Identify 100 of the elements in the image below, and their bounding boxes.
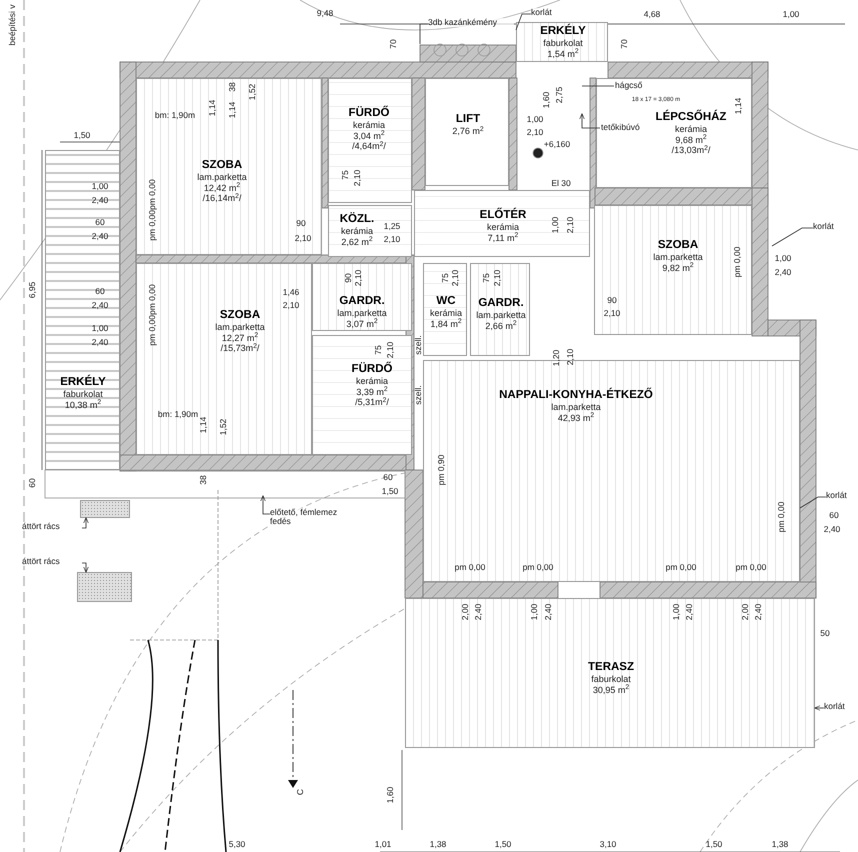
room-info: 10,38 m$^{2}$ xyxy=(64,400,102,410)
dimension-text: 1,00 xyxy=(550,216,560,234)
room-info: /4,64m$^{2}$/ xyxy=(352,140,386,152)
grate xyxy=(77,572,132,602)
dimension-text: bm: 1,90m xyxy=(154,110,196,120)
dimension-text: 60 xyxy=(95,286,105,296)
dimension-text: 2,40 xyxy=(92,338,108,346)
room-name: ERKÉLY xyxy=(540,25,586,38)
room-area xyxy=(516,22,608,62)
room-name: WC xyxy=(436,295,456,308)
room-info: kerámia xyxy=(340,226,373,236)
dimension-text: 1,38 xyxy=(430,840,446,848)
dimension-text: 1,01 xyxy=(374,840,392,848)
dimension-text: 2,40 xyxy=(754,604,762,620)
room-info: 30,95 m$^{2}$ xyxy=(592,684,630,695)
leader-line xyxy=(772,228,814,246)
dimension-text: 4,68 xyxy=(644,10,660,18)
room-name: SZOBA xyxy=(658,239,698,252)
dimension-text: 1,14 xyxy=(734,98,742,114)
dimension-text: 1,00 xyxy=(92,324,108,332)
room-info: 3,04 m$^{2}$ xyxy=(353,130,385,141)
dimension-text: 1,00 xyxy=(782,10,800,18)
room-area xyxy=(423,263,467,356)
dimension-text: bm: 1,90m xyxy=(158,410,198,418)
room-name: SZOBA xyxy=(202,159,242,172)
room-area xyxy=(136,78,322,255)
room-area xyxy=(328,205,412,257)
dimension-text: 1,52 xyxy=(248,84,256,100)
dimension-text: 2,10 xyxy=(604,308,620,318)
dimension-text: 1,14 xyxy=(208,100,216,116)
grate xyxy=(80,500,130,518)
dimension-text: pm 0,00 xyxy=(776,502,786,532)
dimension-text: 2,10 xyxy=(566,348,574,366)
dimension-text: 1,14 xyxy=(198,416,208,434)
room-info: 2,66 m$^{2}$ xyxy=(485,320,517,331)
dimension-text: 2,10 xyxy=(352,170,362,186)
dimension-text: 75 xyxy=(374,345,382,355)
dimension-text: pm 0,00 xyxy=(522,562,554,572)
dimension-text: 38 xyxy=(228,82,236,92)
room-name: LÉPCSŐHÁZ xyxy=(656,111,726,124)
dimension-text: 2,00 xyxy=(740,604,750,620)
dimension-text: 1,00 xyxy=(530,604,538,620)
dimension-text: 2,10 xyxy=(526,128,544,136)
room-info: 1,54 m$^{2}$ xyxy=(547,48,579,59)
dimension-text: beépítési v xyxy=(8,4,16,46)
room-area xyxy=(414,190,590,257)
room-area xyxy=(596,78,752,188)
dimension-text: 1,00 xyxy=(672,604,680,620)
dimension-text: 2,00 xyxy=(460,604,470,620)
room-name: ELŐTÉR xyxy=(480,209,526,222)
room-info: lam.parketta xyxy=(653,252,703,262)
dimension-text: 2,10 xyxy=(566,216,574,234)
dimension-text: 60 xyxy=(383,472,393,482)
room-name: LIFT xyxy=(456,113,480,126)
dimension-text: szell. xyxy=(414,385,422,405)
room-info: lam.parketta xyxy=(551,402,601,412)
leader-line xyxy=(800,496,826,508)
dimension-text: 90 xyxy=(344,273,352,283)
room-area xyxy=(328,78,412,203)
dimension-text: 3,10 xyxy=(600,840,616,848)
room-name: ERKÉLY xyxy=(60,376,106,390)
dimension-text: 1,20 xyxy=(552,350,560,366)
room-name: KÖZL. xyxy=(340,213,374,226)
dimension-text: 70 xyxy=(388,39,398,49)
dimension-text: pm 0,00pm 0,00 xyxy=(148,284,156,346)
leader-line xyxy=(420,24,428,44)
room-info: 12,27 m$^{2}$ xyxy=(222,332,258,343)
dimension-text: 1,46 xyxy=(282,288,300,296)
dimension-text: 75 xyxy=(482,273,490,283)
dimension-text: 2,40 xyxy=(824,524,840,534)
dimension-text: 38 xyxy=(198,475,208,485)
dimension-text: C xyxy=(296,788,304,796)
dimension-text: 2,40 xyxy=(684,604,694,620)
dimension-text: pm 0,00 xyxy=(454,562,486,572)
dimension-text: 2,40 xyxy=(92,196,108,204)
dimension-text: 2,10 xyxy=(294,234,312,242)
room-area xyxy=(470,263,530,356)
dimension-text: 1,00 xyxy=(92,182,108,190)
dimension-text: pm 0,00pm 0,00 xyxy=(148,179,156,241)
dimension-text: 1,25 xyxy=(384,222,400,230)
room-info: lam.parketta xyxy=(215,322,265,332)
dimension-text: 2,40 xyxy=(92,300,108,310)
dimension-text: 2,40 xyxy=(774,268,792,276)
room-info: /13,03m$^{2}$/ xyxy=(672,144,710,156)
dimension-text: 2,10 xyxy=(384,234,400,244)
dimension-text: 60 xyxy=(829,510,839,520)
dimension-text: 6,95 xyxy=(28,282,36,298)
room-name: NAPPALI-KONYHA-ÉTKEZŐ xyxy=(499,389,653,402)
dimension-text: 1,50 xyxy=(706,840,722,848)
room-info: kerámia xyxy=(487,222,519,232)
dimension-text: 1,60 xyxy=(542,92,550,108)
dimension-text: 70 xyxy=(620,39,628,49)
leader-line xyxy=(516,14,532,30)
leader-line xyxy=(814,705,824,711)
room-info: 3,07 m$^{2}$ xyxy=(346,318,378,329)
room-info: 3,39 m$^{2}$ xyxy=(356,386,388,397)
dimension-text: 5,30 xyxy=(228,840,246,848)
dimension-text: 1,52 xyxy=(218,418,228,436)
dimension-text: 1,50 xyxy=(382,486,398,496)
dimension-text: 2,10 xyxy=(386,342,394,358)
